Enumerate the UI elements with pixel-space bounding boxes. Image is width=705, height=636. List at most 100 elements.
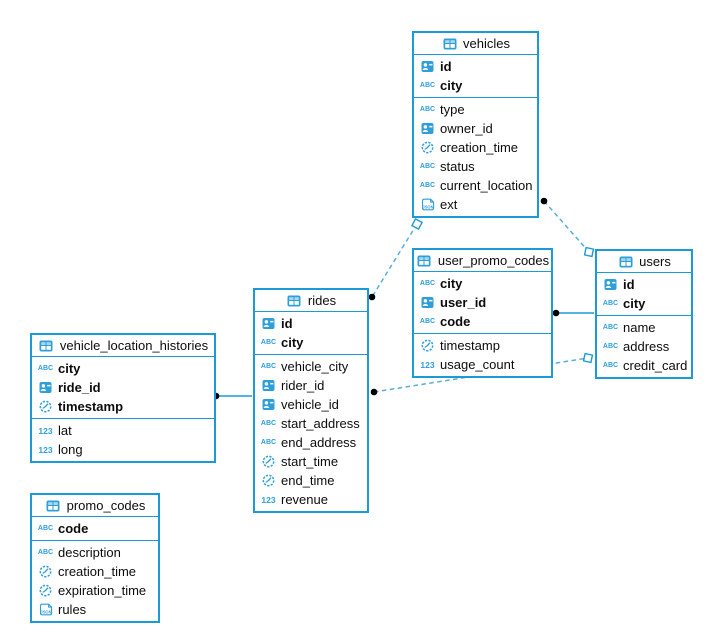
abc-text-icon: ABC — [602, 343, 619, 350]
123-number-icon: 123 — [260, 495, 277, 505]
field-name: id — [281, 316, 293, 331]
table-icon-svg — [417, 255, 431, 266]
field-name: long — [58, 442, 83, 457]
person-id-icon — [419, 60, 436, 73]
connection-vehicle_location_histories-rides[interactable] — [212, 392, 252, 400]
field-row-expiration_time[interactable]: expiration_time — [32, 581, 158, 600]
field-row-rider_id[interactable]: rider_id — [255, 376, 367, 395]
field-row-creation_time[interactable]: creation_time — [414, 138, 537, 157]
person-id-icon-svg — [421, 61, 434, 72]
field-name: code — [440, 314, 471, 329]
field-row-id[interactable]: id — [414, 57, 537, 76]
field-row-end_time[interactable]: end_time — [255, 471, 367, 490]
field-row-city[interactable]: ABC city — [32, 359, 214, 378]
table-header-users[interactable]: users — [597, 251, 691, 273]
person-id-icon — [260, 379, 277, 392]
table-icon-svg — [443, 38, 457, 49]
field-name: code — [58, 521, 89, 536]
field-row-vehicle_id[interactable]: vehicle_id — [255, 395, 367, 414]
field-name: rules — [58, 602, 87, 617]
table-header-vehicles[interactable]: vehicles — [414, 33, 537, 55]
field-name: start_address — [281, 416, 360, 431]
field-row-start_address[interactable]: ABC start_address — [255, 414, 367, 433]
field-row-owner_id[interactable]: owner_id — [414, 119, 537, 138]
field-name: creation_time — [58, 564, 137, 579]
json-icon-svg: JSON — [39, 603, 52, 616]
table-icon — [617, 256, 634, 268]
field-row-timestamp[interactable]: timestamp — [414, 336, 551, 355]
abc-text-icon-glyph: ABC — [260, 420, 277, 427]
table-header-promo_codes[interactable]: promo_codes — [32, 495, 158, 517]
table-title: promo_codes — [66, 498, 146, 513]
table-title: users — [639, 254, 671, 269]
abc-text-icon: ABC — [419, 280, 436, 287]
person-id-icon — [602, 278, 619, 291]
person-id-icon-svg — [604, 279, 617, 290]
field-name: timestamp — [440, 338, 500, 353]
field-row-ride_id[interactable]: ride_id — [32, 378, 214, 397]
field-row-code[interactable]: ABC code — [414, 312, 551, 331]
table-icon — [416, 255, 433, 267]
field-name: city — [440, 276, 463, 291]
table-title: vehicle_location_histories — [59, 338, 209, 353]
relationship-dot — [540, 197, 548, 205]
field-row-start_time[interactable]: start_time — [255, 452, 367, 471]
field-name: rider_id — [281, 378, 325, 393]
person-id-icon — [260, 398, 277, 411]
table-header-rides[interactable]: rides — [255, 290, 367, 312]
abc-text-icon: ABC — [260, 420, 277, 427]
field-name: start_time — [281, 454, 339, 469]
field-row-id[interactable]: id — [597, 275, 691, 294]
clock-icon-svg — [39, 565, 52, 578]
field-name: city — [58, 361, 81, 376]
123-number-icon-glyph: 123 — [261, 494, 276, 505]
abc-text-icon: ABC — [419, 163, 436, 170]
field-row-timestamp[interactable]: timestamp — [32, 397, 214, 416]
field-row-user_id[interactable]: user_id — [414, 293, 551, 312]
table-header-user_promo_codes[interactable]: user_promo_codes — [414, 250, 551, 272]
field-row-rules[interactable]: JSON rules — [32, 600, 158, 619]
abc-text-icon-glyph: ABC — [419, 82, 436, 89]
abc-text-icon-glyph: ABC — [260, 439, 277, 446]
abc-text-icon-glyph: ABC — [419, 318, 436, 325]
table-header-vehicle_location_histories[interactable]: vehicle_location_histories — [32, 335, 214, 357]
abc-text-icon: ABC — [37, 365, 54, 372]
clock-icon-svg — [421, 141, 434, 154]
field-row-id[interactable]: id — [255, 314, 367, 333]
field-row-city[interactable]: ABC city — [414, 274, 551, 293]
connection-user_promo_codes-users[interactable] — [552, 309, 594, 317]
field-name: expiration_time — [58, 583, 147, 598]
field-row-creation_time[interactable]: creation_time — [32, 562, 158, 581]
relationship-square-marker — [410, 217, 424, 231]
svg-text:JSON: JSON — [40, 609, 51, 614]
abc-text-icon: ABC — [260, 439, 277, 446]
field-name: description — [58, 545, 121, 560]
field-name: lat — [58, 423, 72, 438]
